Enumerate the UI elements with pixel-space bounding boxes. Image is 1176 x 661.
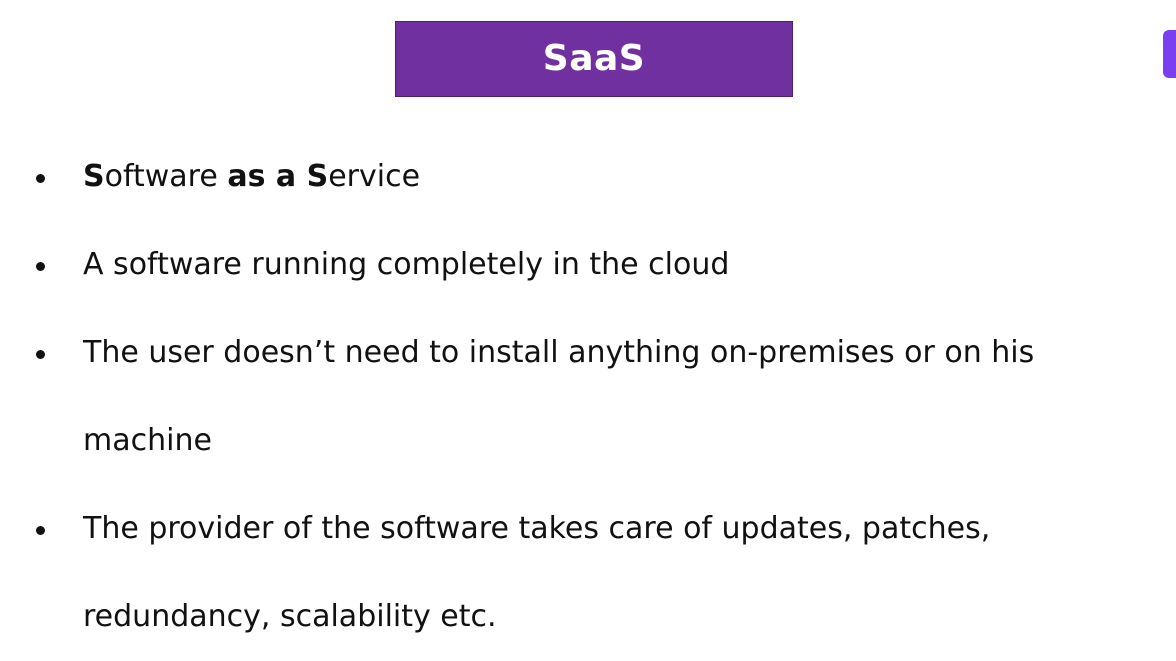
slide-title-box: SaaS <box>395 21 793 97</box>
bullet-marker <box>36 526 45 535</box>
bullet-item: A software running completely in the clo… <box>83 247 730 282</box>
bullet-part: ervice <box>328 159 421 194</box>
bullet-part: oftware <box>104 159 228 194</box>
bullet-marker <box>36 174 45 183</box>
side-tab-handle[interactable] <box>1163 30 1176 78</box>
bullet-item: The provider of the software takes care … <box>83 511 991 634</box>
bullet-part-emphasis: S <box>306 159 329 194</box>
bullet-part-emphasis: S <box>83 159 105 194</box>
bullet-marker <box>36 350 45 359</box>
slide-title: SaaS <box>542 38 646 79</box>
bullet-item: Software as a Service <box>83 133 1163 221</box>
bullet-item: The user doesn’t need to install anythin… <box>83 335 1035 458</box>
bullet-marker <box>36 262 45 271</box>
bullet-part-emphasis: as a <box>227 159 307 194</box>
